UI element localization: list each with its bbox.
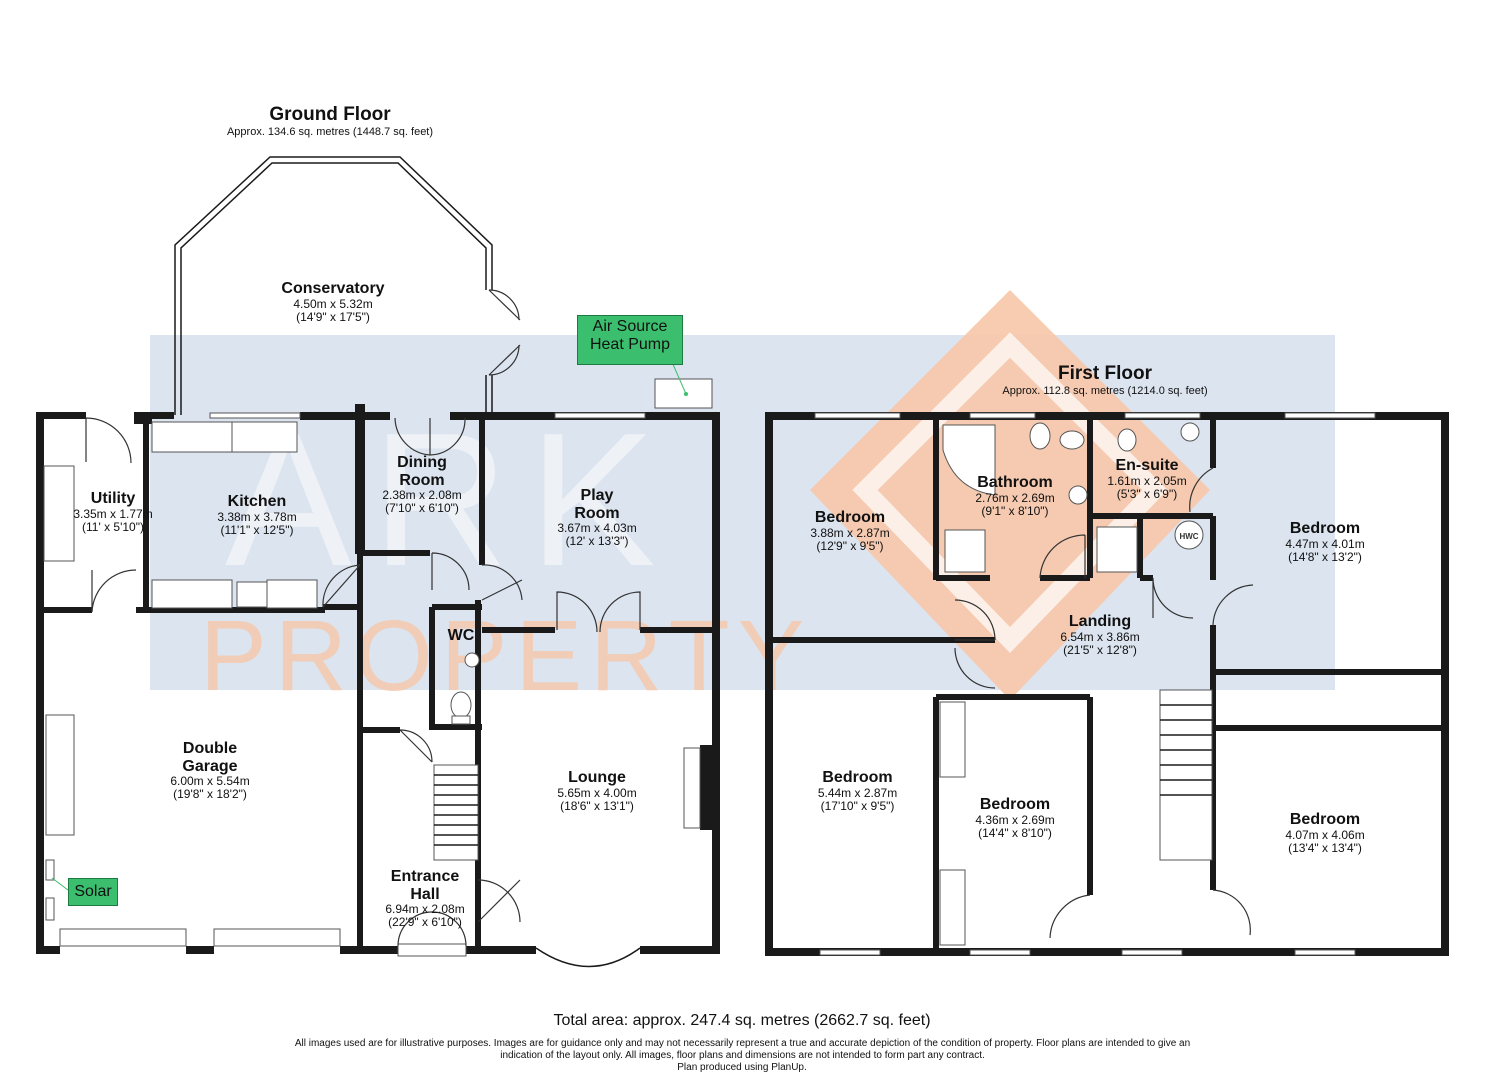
room-bedroom-rear-left: Bedroom 5.44m x 2.87m (17'10" x 9'5") bbox=[817, 769, 898, 813]
room-kitchen: Kitchen 3.38m x 3.78m (11'1" x 12'5") bbox=[217, 493, 297, 537]
room-bedroom-front-left: Bedroom 3.88m x 2.87m (12'9" x 9'5") bbox=[810, 509, 890, 553]
watermark-property: PROPERTY bbox=[200, 600, 812, 712]
ground-floor-title: Ground Floor Approx. 134.6 sq. metres (1… bbox=[190, 104, 470, 138]
room-utility: Utility 3.35m x 1.77m (11' x 5'10") bbox=[73, 490, 153, 534]
room-bathroom: Bathroom 2.76m x 2.69m (9'1" x 8'10") bbox=[975, 474, 1055, 518]
total-area: Total area: approx. 247.4 sq. metres (26… bbox=[553, 1012, 931, 1029]
heat-pump-tag: Air Source Heat Pump bbox=[577, 315, 683, 365]
plan-credit: Plan produced using PlanUp. bbox=[677, 1062, 807, 1073]
room-ensuite: En-suite 1.61m x 2.05m (5'3" x 6'9") bbox=[1107, 457, 1187, 501]
room-playroom: Play Room 3.67m x 4.03m (12' x 13'3") bbox=[557, 487, 637, 549]
disclaimer-line-2: indication of the layout only. All image… bbox=[500, 1050, 985, 1061]
ground-floor-name: Ground Floor bbox=[269, 104, 391, 125]
room-wc: WC bbox=[447, 627, 475, 644]
solar-tag: Solar bbox=[68, 878, 118, 906]
room-bedroom-rear-middle: Bedroom 4.36m x 2.69m (14'4" x 8'10") bbox=[975, 796, 1055, 840]
watermark-diamond bbox=[810, 290, 1210, 700]
room-double-garage: Double Garage 6.00m x 5.54m (19'8" x 18'… bbox=[170, 740, 250, 802]
room-landing: Landing 6.54m x 3.86m (21'5" x 12'8") bbox=[1060, 613, 1140, 657]
room-dining: Dining Room 2.38m x 2.08m (7'10" x 6'10"… bbox=[382, 454, 462, 516]
ground-floor-plan bbox=[36, 156, 720, 968]
hwc-label: HWC bbox=[1179, 532, 1198, 541]
room-entrance-hall: Entrance Hall 6.94m x 2.08m (22'9" x 6'1… bbox=[385, 868, 465, 930]
ground-floor-area: Approx. 134.6 sq. metres (1448.7 sq. fee… bbox=[226, 125, 434, 138]
first-floor-plan: HWC bbox=[765, 412, 1449, 956]
room-bedroom-rear-right: Bedroom 4.07m x 4.06m (13'4" x 13'4") bbox=[1285, 811, 1365, 855]
first-floor-area: Approx. 112.8 sq. metres (1214.0 sq. fee… bbox=[1002, 384, 1208, 397]
first-floor-name: First Floor bbox=[1058, 363, 1152, 384]
room-lounge: Lounge 5.65m x 4.00m (18'6" x 13'1") bbox=[557, 769, 637, 813]
first-floor-title: First Floor Approx. 112.8 sq. metres (12… bbox=[965, 363, 1245, 397]
room-bedroom-master: Bedroom 4.47m x 4.01m (14'8" x 13'2") bbox=[1285, 520, 1365, 564]
disclaimer-line-1: All images used are for illustrative pur… bbox=[294, 1038, 1191, 1049]
room-conservatory: Conservatory 4.50m x 5.32m (14'9" x 17'5… bbox=[281, 280, 385, 324]
